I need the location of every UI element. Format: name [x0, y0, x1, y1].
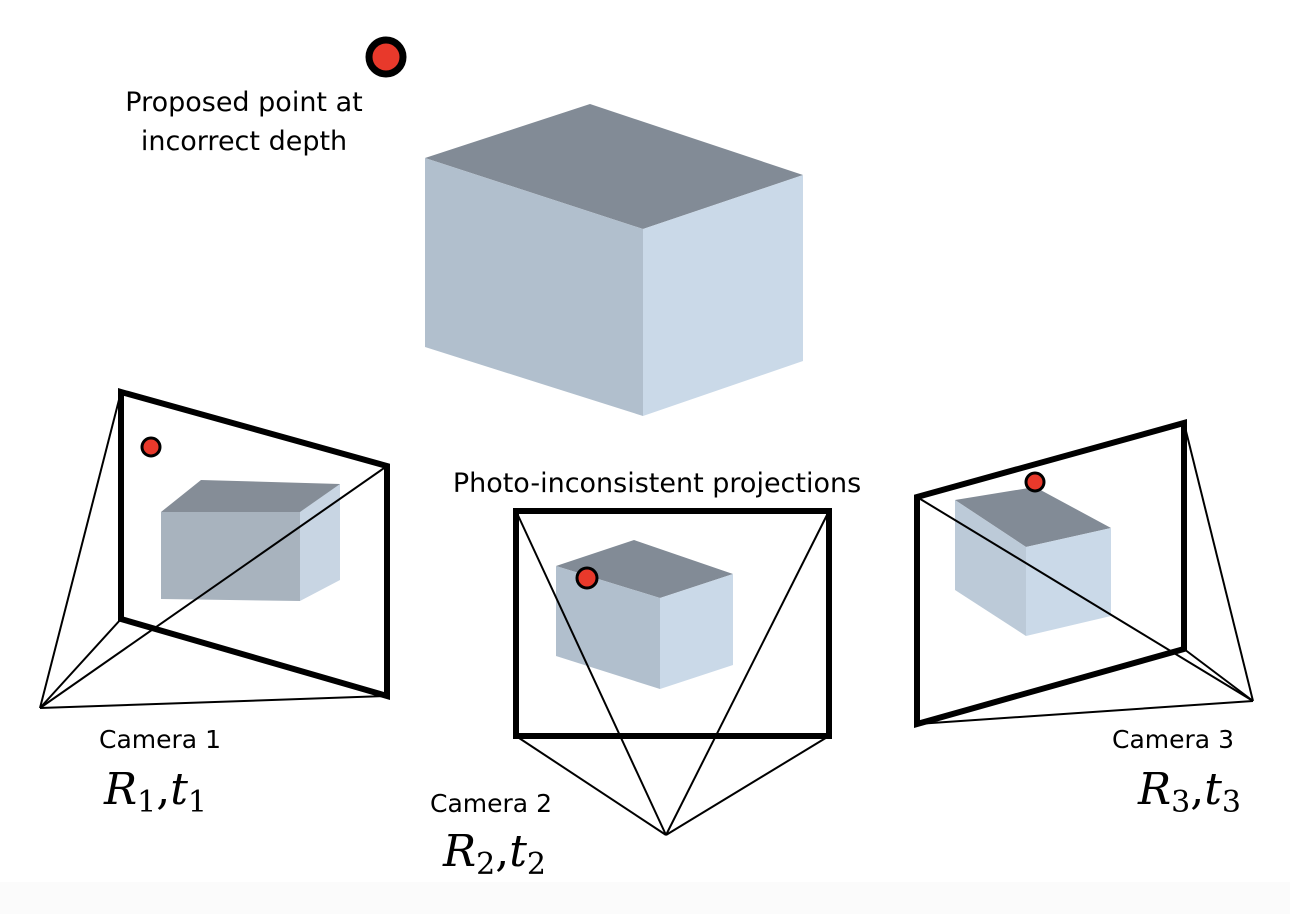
camera-2-R: R [442, 826, 476, 877]
camera-2-frame[interactable] [513, 508, 832, 739]
camera-3-image-box [955, 487, 1111, 636]
camera-1-t-subscript: 1 [188, 785, 207, 820]
box-side [660, 574, 733, 689]
box-side [1026, 528, 1111, 636]
camera-2-R-subscript: 2 [476, 847, 495, 882]
annotation-line-1: Proposed point at [125, 87, 362, 118]
camera-3-t: t [1204, 764, 1222, 815]
camera-2: Camera 2 R2,t2 [430, 508, 832, 882]
camera-3-projected-point [1024, 471, 1046, 493]
camera-3-rays [916, 422, 1254, 725]
camera-2-rays [515, 510, 830, 836]
camera-1-image-box [161, 480, 340, 601]
camera-1: Camera 1 R1,t1 [39, 388, 390, 820]
camera-1-pose: R1,t1 [103, 764, 207, 820]
main-box [425, 104, 803, 416]
box-front [556, 566, 660, 689]
camera-2-label: Camera 2 [430, 789, 552, 818]
camera-2-image-box [556, 540, 733, 689]
camera-1-rays [39, 391, 388, 709]
camera-1-separator: , [156, 764, 170, 815]
camera-2-projected-point [575, 566, 599, 590]
bottom-strip [0, 882, 1290, 914]
projections-caption: Photo-inconsistent projections [453, 468, 861, 499]
camera-3-separator: , [1190, 764, 1204, 815]
camera-3-R-subscript: 3 [1171, 785, 1190, 820]
camera-1-label: Camera 1 [99, 725, 221, 754]
camera-3-R: R [1137, 764, 1171, 815]
main-box-left-face [425, 158, 643, 416]
camera-2-t: t [509, 826, 527, 877]
box-top [161, 480, 340, 513]
camera-1-projected-point [140, 436, 162, 458]
box-top [955, 487, 1111, 547]
camera-3-pose: R3,t3 [1137, 764, 1241, 820]
camera-3: Camera 3 R3,t3 [914, 419, 1254, 820]
box-front [955, 500, 1026, 636]
camera-1-R-subscript: 1 [137, 785, 156, 820]
camera-1-R: R [103, 764, 137, 815]
box-front [161, 512, 300, 601]
camera-2-pose: R2,t2 [442, 826, 546, 882]
proposed-point [365, 36, 407, 78]
main-box-right-face [643, 175, 803, 416]
annotation-line-2: incorrect depth [141, 126, 347, 157]
camera-2-t-subscript: 2 [527, 847, 546, 882]
camera-1-t: t [170, 764, 188, 815]
box-side [300, 484, 340, 601]
camera-2-separator: , [495, 826, 509, 877]
main-box-top [425, 104, 803, 229]
camera-3-t-subscript: 3 [1222, 785, 1241, 820]
box-top [556, 540, 733, 598]
camera-3-label: Camera 3 [1112, 725, 1234, 754]
